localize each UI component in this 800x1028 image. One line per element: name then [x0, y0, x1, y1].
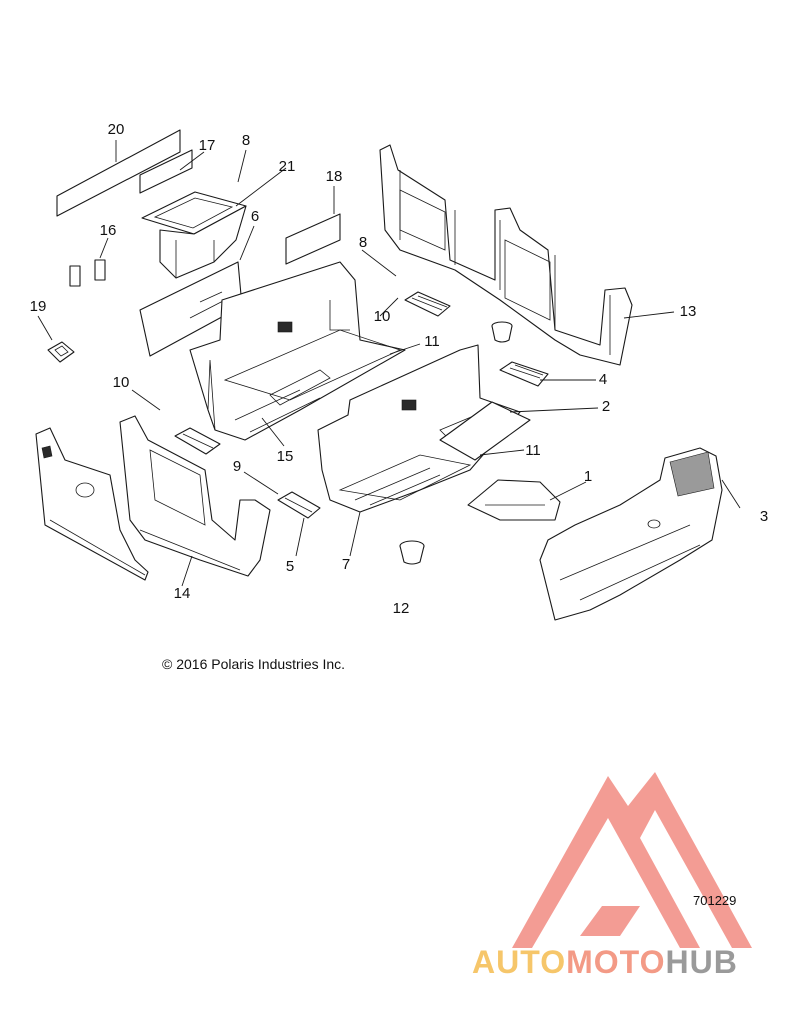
- part-18-decal: [285, 213, 341, 265]
- watermark-logo: [512, 772, 752, 948]
- part-13-bulkhead: [379, 144, 633, 366]
- callout-1: 1: [584, 468, 592, 485]
- part-21-storage-bin: [141, 191, 247, 279]
- part-7-front-floor: [317, 344, 521, 513]
- callout-21: 21: [279, 158, 296, 175]
- callout-18: 18: [326, 168, 343, 185]
- callout-11-lower: 11: [525, 442, 541, 459]
- callout-10-center: 10: [374, 308, 391, 325]
- part-1-front-pan: [467, 479, 561, 521]
- watermark-hub: HUB: [665, 944, 738, 980]
- callout-11-upper: 11: [424, 333, 440, 350]
- callout-12: 12: [393, 600, 410, 617]
- callout-15: 15: [277, 448, 294, 465]
- part-10-footrest-upper: [404, 291, 451, 317]
- callout-20: 20: [108, 121, 125, 138]
- callout-17: 17: [199, 137, 216, 154]
- watermark-brand: AUTOMOTOHUB: [472, 944, 738, 981]
- left-door-panel: [35, 427, 149, 581]
- callout-5: 5: [286, 558, 294, 575]
- part-19-grommet: [47, 341, 75, 363]
- leader-lines: [37, 140, 741, 587]
- callout-13: 13: [680, 303, 697, 320]
- callout-8-upper: 8: [242, 132, 250, 149]
- callout-8-lower: 8: [359, 234, 367, 251]
- callout-labels: 1 2 3 4 5 6 7 8 8 9 10 10 11 11 12 13 14…: [30, 121, 769, 617]
- callout-2: 2: [602, 398, 610, 415]
- diagram-number: 701229: [693, 893, 737, 908]
- part-5-footrest: [277, 491, 321, 519]
- callout-10-left: 10: [113, 374, 130, 391]
- callout-19: 19: [30, 298, 47, 315]
- callout-6: 6: [251, 208, 259, 225]
- callout-3: 3: [760, 508, 768, 525]
- copyright-text: © 2016 Polaris Industries Inc.: [162, 656, 346, 672]
- watermark-moto: MOTO: [566, 944, 666, 980]
- part-15-rear-floor: [189, 261, 406, 441]
- callout-7: 7: [342, 556, 350, 573]
- part-9-footrest: [174, 427, 221, 455]
- part-16-labels: [69, 259, 106, 287]
- callout-9: 9: [233, 458, 241, 475]
- callout-4: 4: [599, 371, 607, 388]
- part-12-cup: [399, 540, 425, 565]
- callout-14: 14: [174, 585, 191, 602]
- part-3-right-panel: [539, 447, 723, 621]
- watermark-auto: AUTO: [472, 944, 567, 980]
- part-4-footrest: [499, 361, 549, 387]
- part-17-label: [139, 149, 193, 194]
- part-2-mat: [439, 401, 531, 461]
- callout-16: 16: [100, 222, 117, 239]
- cup-holder-upper: [491, 321, 513, 343]
- part-20-decal: [56, 129, 181, 217]
- part-14-side-panel: [119, 415, 271, 577]
